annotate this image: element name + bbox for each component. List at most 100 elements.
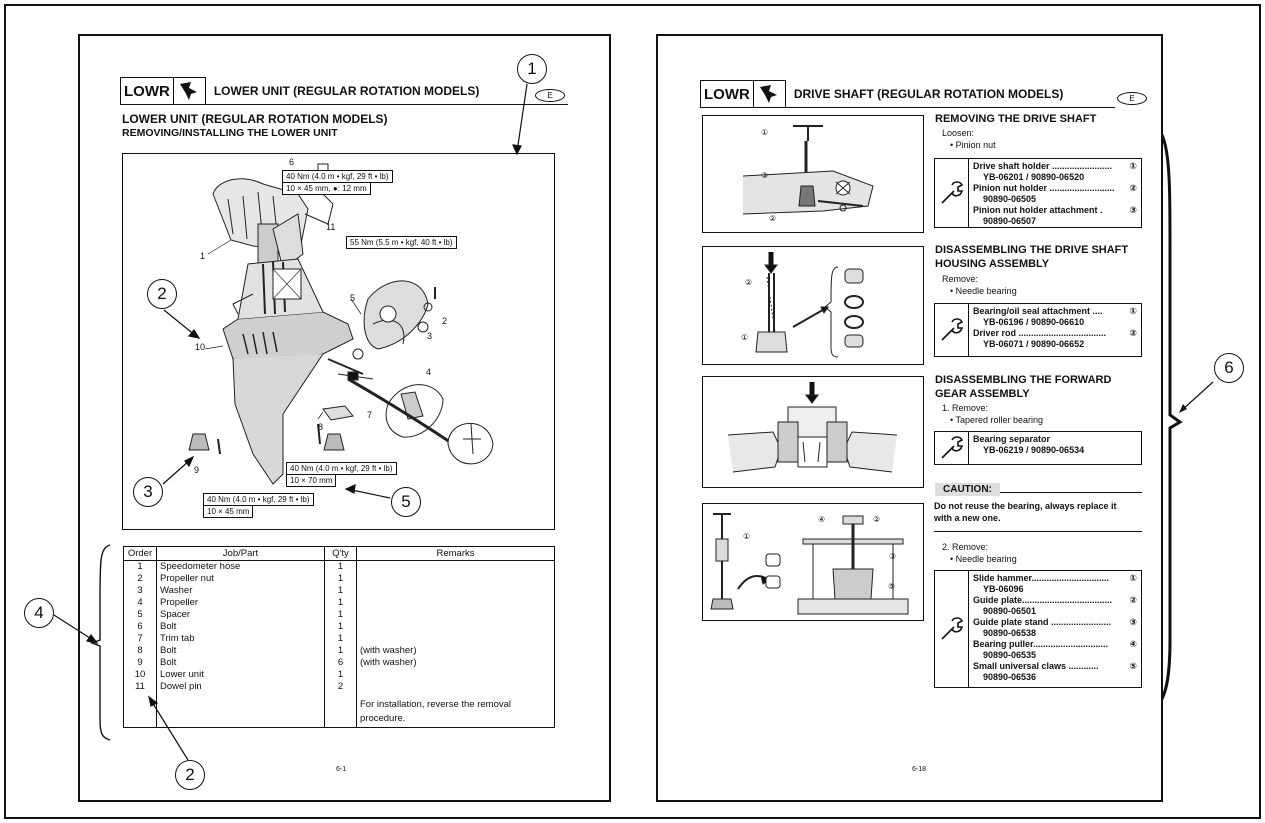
header-title: DRIVE SHAFT (REGULAR ROTATION MODELS): [793, 87, 1064, 101]
step-text: 2. Remove:: [942, 542, 989, 552]
tool-item: Pinion nut holder ......................…: [973, 183, 1137, 193]
cell-order: 3: [123, 585, 157, 597]
section-heading-remove-drive-shaft: REMOVING THE DRIVE SHAFT: [935, 113, 1097, 125]
part-label: 10: [195, 342, 206, 352]
cell-order: 7: [123, 633, 157, 645]
callout-5: 5: [391, 487, 421, 517]
tool-item: Small universal claws ............⑤: [973, 661, 1137, 671]
callout-2: 2: [147, 279, 177, 309]
figure-needle-bearing-puller: ① ④ ② ③ ⑤: [702, 503, 924, 621]
caution-text: Do not reuse the bearing, always replace…: [934, 501, 1117, 511]
tool-list: Bearing/oil seal attachment ....① YB-061…: [969, 304, 1141, 356]
header-rule: [700, 107, 1115, 108]
special-tools-box: Drive shaft holder .....................…: [934, 158, 1142, 228]
tool-part-number: YB-06071 / 90890-06652: [983, 339, 1085, 349]
tool-part-number: YB-06201 / 90890-06520: [983, 172, 1085, 182]
section-heading-disassemble-forward-gear-cont: GEAR ASSEMBLY: [935, 388, 1030, 400]
table-row: procedure.: [123, 711, 555, 728]
part-label: 11: [326, 222, 336, 232]
wrench-tool-icon: [935, 432, 969, 464]
step-text: Loosen:: [942, 128, 975, 138]
tool-part-number: 90890-06505: [983, 194, 1037, 204]
cell-part: Trim tab: [156, 633, 325, 645]
step-text: Remove:: [942, 274, 979, 284]
cell-order: 2: [123, 573, 157, 585]
col-header-order: Order: [123, 546, 157, 561]
page-title: LOWER UNIT (REGULAR ROTATION MODELS): [122, 112, 388, 126]
cell-order: 11: [123, 681, 157, 693]
col-header-remarks: Remarks: [356, 546, 555, 561]
cell-qty: 6: [324, 657, 357, 669]
cell-remarks-installation-cont: procedure.: [356, 711, 555, 728]
caution-rule: [1000, 492, 1142, 493]
cell-remarks: [356, 609, 555, 621]
step-text: • Pinion nut: [950, 140, 996, 150]
tool-part-number: 90890-06501: [983, 606, 1037, 616]
part-label: 7: [367, 410, 373, 420]
cell-remarks-installation: For installation, reverse the removal: [356, 693, 555, 711]
col-header-qty: Q'ty: [324, 546, 357, 561]
part-label: 5: [350, 293, 356, 303]
callout-2-bottom: 2: [175, 760, 205, 790]
cell-part: Dowel pin: [156, 681, 325, 693]
wrench-tool-icon: [935, 571, 969, 687]
tool-part-number: 90890-06538: [983, 628, 1037, 638]
cell-order: 5: [123, 609, 157, 621]
cell-remarks: [356, 621, 555, 633]
bolt-size-spec-9: 10 × 45 mm: [203, 505, 254, 518]
step-text: 1. Remove:: [942, 403, 989, 413]
cell-part: Washer: [156, 585, 325, 597]
tool-item: Drive shaft holder .....................…: [973, 161, 1137, 171]
tool-part-number: 90890-06536: [983, 672, 1037, 682]
cell-order: 9: [123, 657, 157, 669]
tool-item: Bearing puller..........................…: [973, 639, 1137, 649]
cell-remarks: [356, 573, 555, 585]
page-number-right: 6-18: [912, 766, 927, 773]
fig-ref: ②: [745, 278, 752, 287]
cell-qty: 1: [324, 621, 357, 633]
header-rule: [120, 104, 568, 105]
fig-ref: ⑤: [888, 582, 895, 591]
fig-ref: ③: [761, 171, 768, 180]
cell-order: 1: [123, 560, 157, 573]
part-label: 4: [426, 367, 432, 377]
torque-spec-nut-2: 55 Nm (5.5 m • kgf, 40 ft • lb): [346, 236, 457, 249]
header-title: LOWER UNIT (REGULAR ROTATION MODELS): [213, 84, 480, 98]
part-label: 1: [200, 251, 206, 261]
torque-spec-bolt-9: 40 Nm (4.0 m • kgf, 29 ft • lb): [203, 493, 314, 506]
left-page-header: LOWR LOWER UNIT (REGULAR ROTATION MODELS…: [120, 77, 479, 105]
special-tools-box: Bearing separator YB-06219 / 90890-06534: [934, 431, 1142, 465]
page-subtitle: REMOVING/INSTALLING THE LOWER UNIT: [122, 127, 338, 139]
fig-ref: ②: [769, 214, 776, 223]
tool-item: Bearing/oil seal attachment ....①: [973, 306, 1137, 316]
fig-ref: ④: [818, 515, 825, 524]
tool-item: Bearing separator: [973, 434, 1051, 444]
page-number-left: 6-1: [336, 766, 347, 773]
step-text: • Needle bearing: [950, 554, 1017, 564]
wrench-tool-icon: [935, 304, 969, 356]
caution-end-rule: [934, 531, 1142, 532]
callout-1: 1: [517, 54, 547, 84]
cell-remarks: (with washer): [356, 645, 555, 657]
tool-part-number: YB-06196 / 90890-06610: [983, 317, 1085, 327]
cell-remarks: [356, 669, 555, 681]
cell-part: Lower unit: [156, 669, 325, 681]
table-row: For installation, reverse the removal: [123, 693, 555, 711]
cell-part: Speedometer hose: [156, 560, 325, 573]
section-heading-disassemble-forward-gear: DISASSEMBLING THE FORWARD: [935, 374, 1112, 386]
special-tools-box: Bearing/oil seal attachment ....① YB-061…: [934, 303, 1142, 357]
step-text: • Needle bearing: [950, 286, 1017, 296]
section-heading-disassemble-housing: DISASSEMBLING THE DRIVE SHAFT: [935, 244, 1129, 256]
bolt-size-spec-8: 10 × 70 mm: [286, 474, 337, 487]
cell-remarks: [356, 681, 555, 693]
tool-item: Guide plate stand ......................…: [973, 617, 1137, 627]
